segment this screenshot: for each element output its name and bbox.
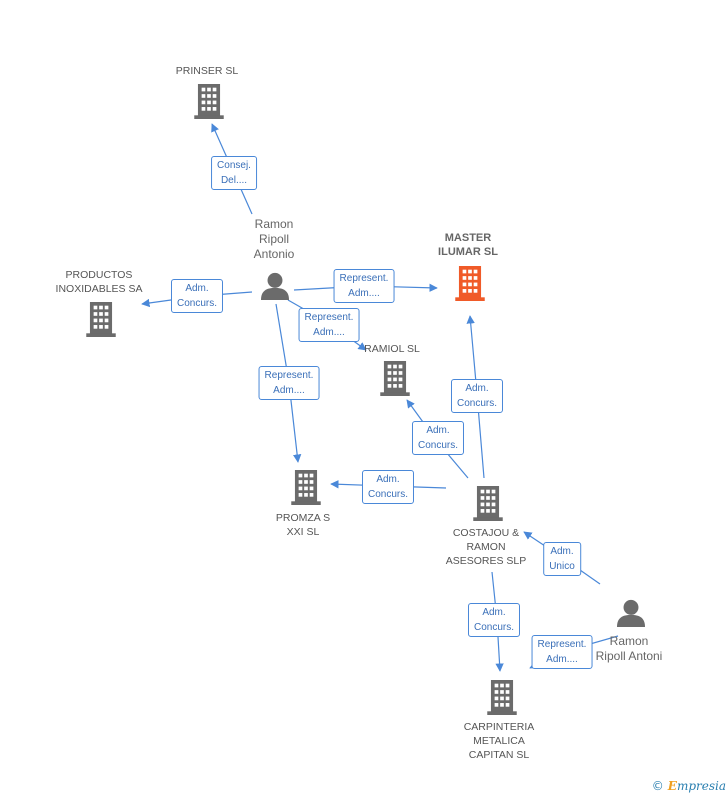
edge-label-line2: Del.... bbox=[220, 175, 248, 186]
edge-label-line1: Adm. bbox=[550, 546, 574, 557]
company-name-line2: ILUMAR SL bbox=[438, 246, 498, 258]
building-icon-master bbox=[455, 266, 485, 301]
company-name-line2: RAMON bbox=[466, 541, 506, 553]
person-name-line3: Antonio bbox=[253, 247, 295, 261]
edge-label-represent-adm[interactable]: Represent. Adm.... bbox=[258, 366, 320, 400]
building-icon-prinser bbox=[194, 84, 224, 119]
company-name-line3: CAPITAN SL bbox=[468, 749, 530, 761]
company-carpinteria-metalica[interactable]: CARPINTERIA METALICA CAPITAN SL bbox=[464, 720, 535, 762]
person-ramon-ripoll-antonio[interactable]: Ramon Ripoll Antonio bbox=[254, 217, 295, 262]
edge-label-line1: Adm. bbox=[185, 283, 209, 294]
person-name-line1: Ramon bbox=[254, 217, 294, 231]
building-icon-productos bbox=[86, 302, 116, 337]
edge-label-line2: Adm.... bbox=[348, 288, 380, 299]
edge-label-line1: Adm. bbox=[482, 607, 506, 618]
company-name-line1: PRODUCTOS bbox=[65, 269, 133, 281]
edge-label-consej-del[interactable]: Consej. Del.... bbox=[211, 156, 257, 190]
building-icon-costajou bbox=[473, 486, 503, 521]
edge-label-adm-concurs[interactable]: Adm. Concurs. bbox=[467, 603, 521, 637]
edge-label-line1: Represent. bbox=[537, 639, 587, 650]
company-name-line2: METALICA bbox=[473, 735, 525, 747]
company-name: RAMIOL SL bbox=[364, 343, 420, 355]
company-promza[interactable]: PROMZA S XXI SL bbox=[276, 511, 330, 539]
company-name-line2: XXI SL bbox=[286, 526, 320, 538]
person-icon-ramon2 bbox=[617, 599, 645, 627]
company-costajou-ramon[interactable]: COSTAJOU & RAMON ASESORES SLP bbox=[446, 526, 527, 568]
person-name-line2: Ripoll Antoni bbox=[595, 649, 663, 663]
person-ramon-ripoll-antoni[interactable]: Ramon Ripoll Antoni bbox=[596, 634, 663, 664]
building-icon-promza bbox=[291, 470, 321, 505]
company-productos-inoxidables[interactable]: PRODUCTOS INOXIDABLES SA bbox=[56, 268, 143, 296]
company-name-line3: ASESORES SLP bbox=[445, 555, 527, 567]
brand-name: mpresia bbox=[676, 779, 726, 793]
edge-label-line1: Represent. bbox=[264, 370, 314, 381]
company-master-ilumar[interactable]: MASTER ILUMAR SL bbox=[438, 231, 498, 259]
building-icon-ramiol bbox=[380, 361, 410, 396]
empresia-logo: ©Empresia bbox=[652, 779, 726, 793]
edge-label-line1: Consej. bbox=[217, 160, 251, 171]
edge-label-represent-adm[interactable]: Represent. Adm.... bbox=[333, 269, 395, 303]
company-ramiol[interactable]: RAMIOL SL bbox=[364, 342, 420, 356]
edge-label-line2: Concurs. bbox=[176, 298, 218, 309]
company-name-line1: PROMZA S bbox=[275, 512, 331, 524]
edge-label-line2: Concurs. bbox=[367, 489, 409, 500]
company-name-line1: COSTAJOU & bbox=[452, 527, 520, 539]
company-name-line2: INOXIDABLES SA bbox=[55, 283, 143, 295]
edge-label-adm-concurs[interactable]: Adm. Concurs. bbox=[361, 470, 415, 504]
person-name-line2: Ripoll bbox=[258, 232, 290, 246]
edge-label-line2: Concurs. bbox=[417, 440, 459, 451]
company-name-line1: MASTER bbox=[444, 232, 492, 244]
edge-label-line2: Unico bbox=[549, 561, 575, 572]
person-icon-ramon1 bbox=[261, 272, 289, 300]
copyright-icon: © bbox=[651, 779, 664, 793]
company-name: PRINSER SL bbox=[175, 65, 239, 77]
edge-label-line1: Adm. bbox=[465, 383, 489, 394]
edge-label-line1: Represent. bbox=[339, 273, 389, 284]
edge-label-adm-concurs[interactable]: Adm. Concurs. bbox=[170, 279, 224, 313]
edge-label-line2: Adm.... bbox=[313, 327, 345, 338]
edge-label-line1: Adm. bbox=[376, 474, 400, 485]
edge-label-adm-unico[interactable]: Adm. Unico bbox=[543, 542, 581, 576]
edge-label-line2: Adm.... bbox=[273, 385, 305, 396]
edge-label-line1: Represent. bbox=[304, 312, 354, 323]
edge-label-represent-adm[interactable]: Represent. Adm.... bbox=[531, 635, 593, 669]
edge-label-adm-concurs[interactable]: Adm. Concurs. bbox=[411, 421, 465, 455]
edge-label-adm-concurs[interactable]: Adm. Concurs. bbox=[450, 379, 504, 413]
person-name-line1: Ramon bbox=[609, 634, 649, 648]
edge-label-line2: Concurs. bbox=[473, 622, 515, 633]
company-name-line1: CARPINTERIA bbox=[463, 721, 535, 733]
building-icon-carpinteria bbox=[487, 680, 517, 715]
edge-label-line2: Concurs. bbox=[456, 398, 498, 409]
edge-label-represent-adm[interactable]: Represent. Adm.... bbox=[298, 308, 360, 342]
edge-label-line1: Adm. bbox=[426, 425, 450, 436]
brand-initial: E bbox=[667, 779, 677, 793]
company-prinser[interactable]: PRINSER SL bbox=[176, 64, 238, 78]
edge-label-line2: Adm.... bbox=[546, 654, 578, 665]
